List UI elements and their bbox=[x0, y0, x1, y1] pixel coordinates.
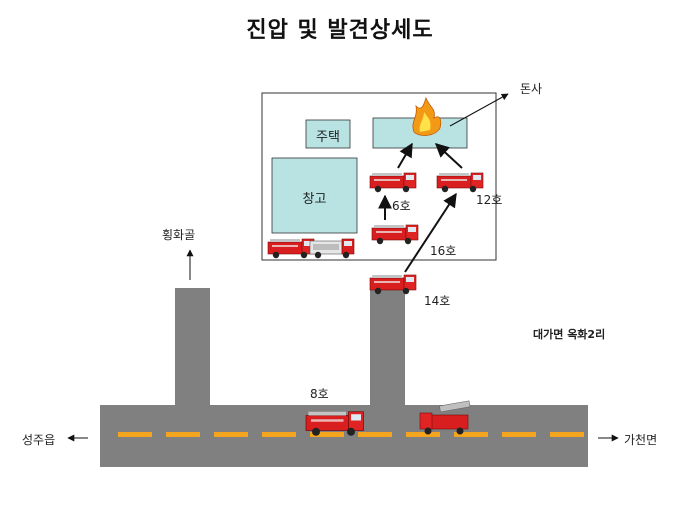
arrow-12-to-fire bbox=[434, 143, 463, 169]
warehouse-building bbox=[271, 157, 358, 234]
unit-label-16: 16호 bbox=[430, 244, 457, 258]
location-label: 대가면 옥화2리 bbox=[533, 328, 606, 341]
road-north-branch bbox=[175, 288, 210, 408]
ladder-truck bbox=[419, 400, 471, 435]
north-road-label: 횡화골 bbox=[162, 228, 196, 242]
page-title: 진압 및 발견상세도 bbox=[246, 18, 434, 43]
unit-label-12: 12호 bbox=[476, 193, 503, 207]
house-label: 주택 bbox=[316, 130, 340, 145]
house-building bbox=[305, 119, 351, 149]
west-road-label: 성주읍 bbox=[22, 433, 56, 447]
fire-icon bbox=[412, 96, 442, 136]
lane-markings bbox=[118, 432, 584, 437]
unit-label-6: 6호 bbox=[392, 199, 411, 213]
road-driveway bbox=[370, 290, 405, 408]
east-road-label: 가천면 bbox=[624, 433, 658, 447]
unit-label-14: 14호 bbox=[424, 294, 451, 308]
warehouse-label: 창고 bbox=[302, 192, 327, 207]
unit-label-8: 8호 bbox=[310, 387, 329, 401]
arrow-6-to-fire bbox=[397, 142, 413, 169]
neighbor-arrow bbox=[449, 93, 509, 127]
neighbor-label: 돈사 bbox=[520, 82, 543, 96]
arrow-14-to-12 bbox=[404, 192, 457, 273]
